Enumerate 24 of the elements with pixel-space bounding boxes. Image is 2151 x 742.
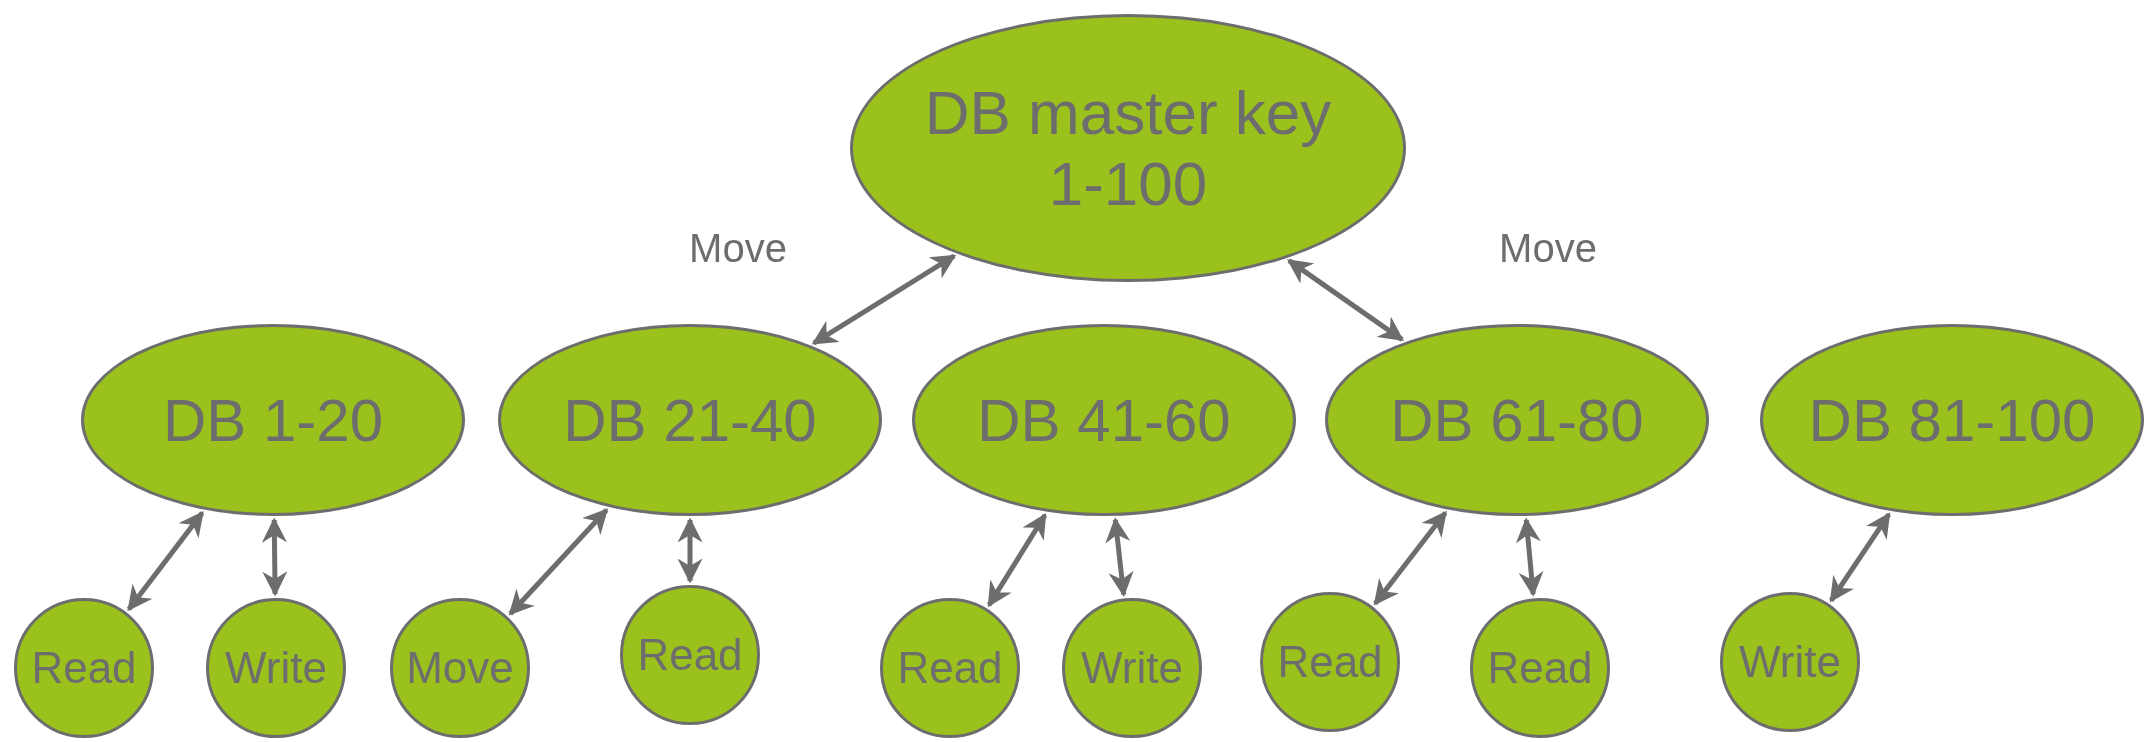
double-arrow xyxy=(508,508,609,616)
node-label: Read xyxy=(897,642,1003,694)
double-arrow xyxy=(811,253,957,346)
node-label: DB 81-100 xyxy=(1808,385,2096,455)
double-arrow xyxy=(1287,258,1405,342)
node-label: Read xyxy=(1277,636,1383,688)
double-arrow xyxy=(262,517,288,597)
node-label: Write xyxy=(1081,642,1183,694)
node-label: Move xyxy=(406,642,514,694)
node-label: DB 61-80 xyxy=(1390,385,1644,455)
node-label: Read xyxy=(31,642,137,694)
node-label: DB 1-20 xyxy=(162,385,384,455)
double-arrow xyxy=(1373,510,1448,606)
double-arrow xyxy=(677,517,703,584)
node-label: DB 21-40 xyxy=(563,385,817,455)
node-label: DB master key 1-100 xyxy=(923,76,1333,220)
node-label: Read xyxy=(1487,642,1593,694)
node-label: Write xyxy=(225,642,327,694)
node-label: Read xyxy=(637,629,743,681)
node-label: DB 41-60 xyxy=(977,385,1231,455)
node-label: Write xyxy=(1739,636,1841,688)
double-arrow xyxy=(1515,517,1544,597)
double-arrow xyxy=(1105,517,1134,597)
double-arrow xyxy=(126,510,205,612)
